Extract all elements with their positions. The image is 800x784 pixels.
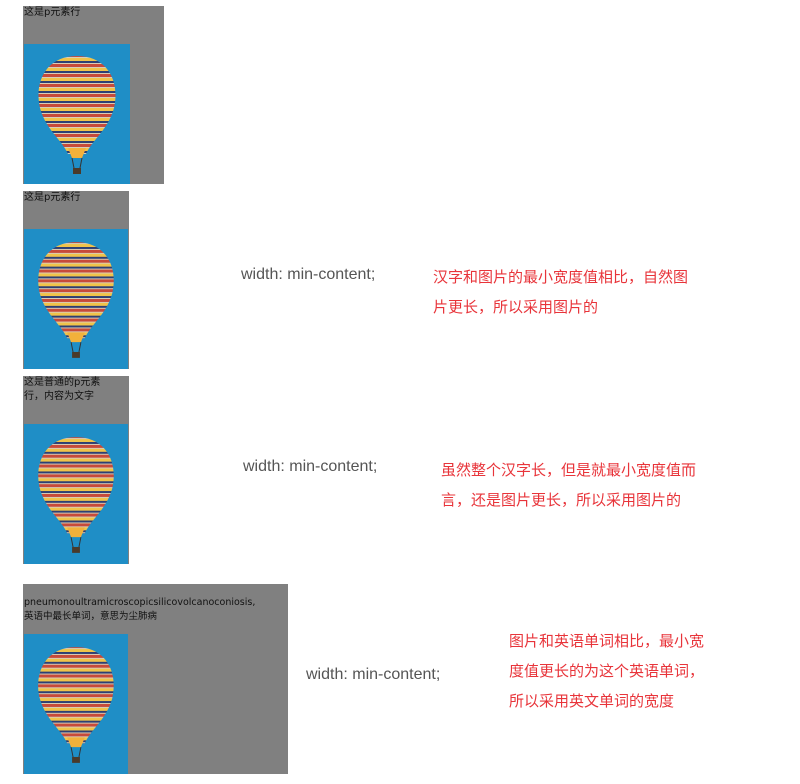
hot-air-balloon-image xyxy=(24,44,130,184)
explanation-note: 虽然整个汉字长，但是就最小宽度值而 言，还是图片更长，所以采用图片的 xyxy=(441,461,697,509)
example-box-3: 这是普通的p元素 行，内容为文字 xyxy=(23,376,129,564)
css-rule: width: min-content; xyxy=(306,666,441,683)
example-box-1: 这是p元素行 xyxy=(23,6,164,184)
css-rule: width: min-content; xyxy=(243,458,378,475)
example-box-4: pneumonoultramicroscopicsilicovolcanocon… xyxy=(23,584,288,774)
hot-air-balloon-image xyxy=(24,229,128,369)
hot-air-balloon-image xyxy=(24,634,128,774)
css-rule: width: min-content; xyxy=(241,266,376,283)
balloon-icon xyxy=(38,437,114,553)
paragraph-text: 这是p元素行 xyxy=(24,7,81,18)
balloon-icon xyxy=(38,242,114,358)
explanation-note: 汉字和图片的最小宽度值相比，自然图 片更长，所以采用图片的 xyxy=(433,268,689,316)
balloon-icon xyxy=(38,56,116,174)
paragraph-text: 这是p元素行 xyxy=(24,192,81,203)
paragraph-text: 这是普通的p元素 行，内容为文字 xyxy=(24,377,101,402)
paragraph-text: pneumonoultramicroscopicsilicovolcanocon… xyxy=(24,597,256,622)
example-box-2: 这是p元素行 xyxy=(23,191,129,369)
hot-air-balloon-image xyxy=(24,424,128,564)
balloon-icon xyxy=(38,647,114,763)
explanation-note: 图片和英语单词相比，最小宽 度值更长的为这个英语单词， 所以采用英文单词的宽度 xyxy=(509,632,705,710)
